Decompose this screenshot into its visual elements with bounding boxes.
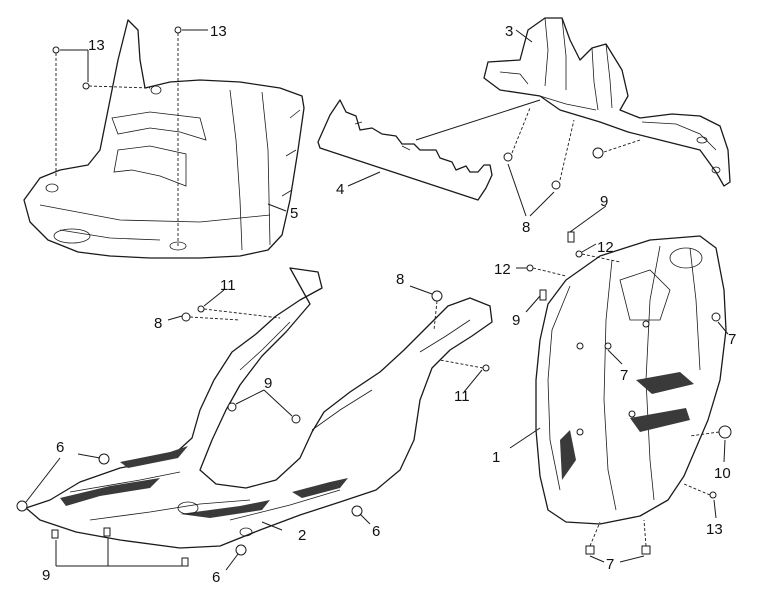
callout-7: 7	[728, 331, 736, 348]
clip-icon	[181, 557, 189, 567]
callout-10: 10	[714, 465, 731, 482]
callout-8: 8	[522, 219, 530, 236]
callout-13: 13	[210, 23, 227, 40]
callout-8: 8	[154, 315, 162, 332]
bolt-icon	[351, 505, 363, 517]
callout-1: 1	[492, 449, 500, 466]
callout-12: 12	[494, 261, 511, 278]
screw-icon	[482, 364, 490, 372]
screw-icon	[575, 250, 583, 258]
callout-9: 9	[600, 193, 608, 210]
fasteners	[16, 26, 732, 567]
callout-8: 8	[396, 271, 404, 288]
screw-icon	[526, 264, 534, 272]
callout-7: 7	[606, 556, 614, 573]
bolt-icon	[98, 453, 110, 465]
clip-icon	[641, 545, 651, 555]
screw-icon	[628, 410, 636, 418]
clip-icon	[51, 529, 59, 539]
callout-11: 11	[220, 277, 236, 294]
clip-icon	[567, 231, 575, 243]
screw-icon	[709, 491, 717, 499]
screw-icon	[52, 46, 60, 54]
clip-icon	[711, 312, 721, 322]
screw-icon	[82, 82, 90, 90]
clip-icon	[227, 402, 237, 412]
part-1-rear-inner-cover	[535, 235, 727, 525]
callout-6: 6	[56, 439, 64, 456]
callout-9: 9	[264, 375, 272, 392]
bolt-icon	[431, 290, 443, 302]
callout-4: 4	[336, 181, 344, 198]
callout-5: 5	[290, 205, 298, 222]
screw-icon	[642, 320, 650, 328]
callout-11: 11	[454, 388, 470, 405]
callout-6: 6	[372, 523, 380, 540]
callout-13: 13	[88, 37, 105, 54]
screw-icon	[174, 26, 182, 34]
part-2-floor-panel	[25, 267, 493, 549]
part-4-flat-panel	[317, 99, 493, 201]
callout-12: 12	[597, 239, 614, 256]
bolt-icon	[235, 544, 247, 556]
clip-icon	[181, 312, 191, 322]
clip-icon	[291, 414, 301, 424]
callout-2: 2	[298, 527, 306, 544]
part-3-rear-bracket	[483, 17, 731, 187]
part-5-inner-front-cover	[23, 19, 305, 259]
screw-icon	[604, 342, 612, 350]
clip-icon	[539, 289, 547, 301]
callout-9: 9	[42, 567, 50, 584]
bolt-icon	[16, 500, 28, 512]
callout-7: 7	[620, 367, 628, 384]
clip-icon	[103, 527, 111, 537]
clip-icon	[503, 152, 513, 162]
screw-icon	[576, 428, 584, 436]
bolt-icon	[592, 147, 604, 159]
callout-13: 13	[706, 521, 723, 538]
leader-lines	[25, 29, 729, 571]
clip-icon	[551, 180, 561, 190]
clip-icon	[585, 545, 595, 555]
callout-6: 6	[212, 569, 220, 586]
screw-icon	[197, 305, 205, 313]
bolt-icon	[718, 425, 732, 439]
screw-icon	[576, 342, 584, 350]
callout-3: 3	[505, 23, 513, 40]
callout-9: 9	[512, 312, 520, 329]
callout-labels: 1 2 3 4 5 6 6 6 7 7 7 8 8 8 9 9 9 9 10 1…	[42, 23, 736, 586]
